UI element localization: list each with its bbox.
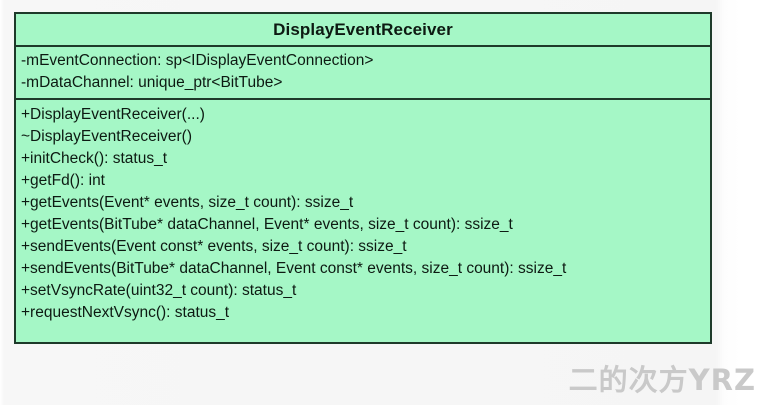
operation-line: +DisplayEventReceiver(...): [21, 106, 205, 123]
operation-line: ~DisplayEventReceiver(): [21, 128, 192, 145]
attributes-compartment: -mEventConnection: sp<IDisplayEventConne…: [16, 47, 710, 100]
operation-line: +sendEvents(Event const* events, size_t …: [21, 238, 407, 255]
attribute-line: -mDataChannel: unique_ptr<BitTube>: [21, 74, 283, 91]
operation-line: +initCheck(): status_t: [21, 150, 168, 167]
operation-line: +sendEvents(BitTube* dataChannel, Event …: [21, 260, 567, 277]
operation-line: +setVsyncRate(uint32_t count): status_t: [21, 282, 297, 299]
operation-line: +getEvents(Event* events, size_t count):…: [21, 194, 354, 211]
class-name-compartment: DisplayEventReceiver: [16, 14, 710, 47]
uml-class-box: DisplayEventReceiver -mEventConnection: …: [14, 12, 712, 344]
attribute-line: -mEventConnection: sp<IDisplayEventConne…: [21, 52, 374, 69]
operation-line: +getFd(): int: [21, 172, 105, 189]
operation-line: +getEvents(BitTube* dataChannel, Event* …: [21, 216, 513, 233]
operations-compartment: +DisplayEventReceiver(...) ~DisplayEvent…: [16, 100, 710, 342]
operation-line: +requestNextVsync(): status_t: [21, 304, 230, 321]
watermark-label: 二的次方YRZ: [568, 363, 756, 397]
class-name-label: DisplayEventReceiver: [273, 19, 453, 39]
